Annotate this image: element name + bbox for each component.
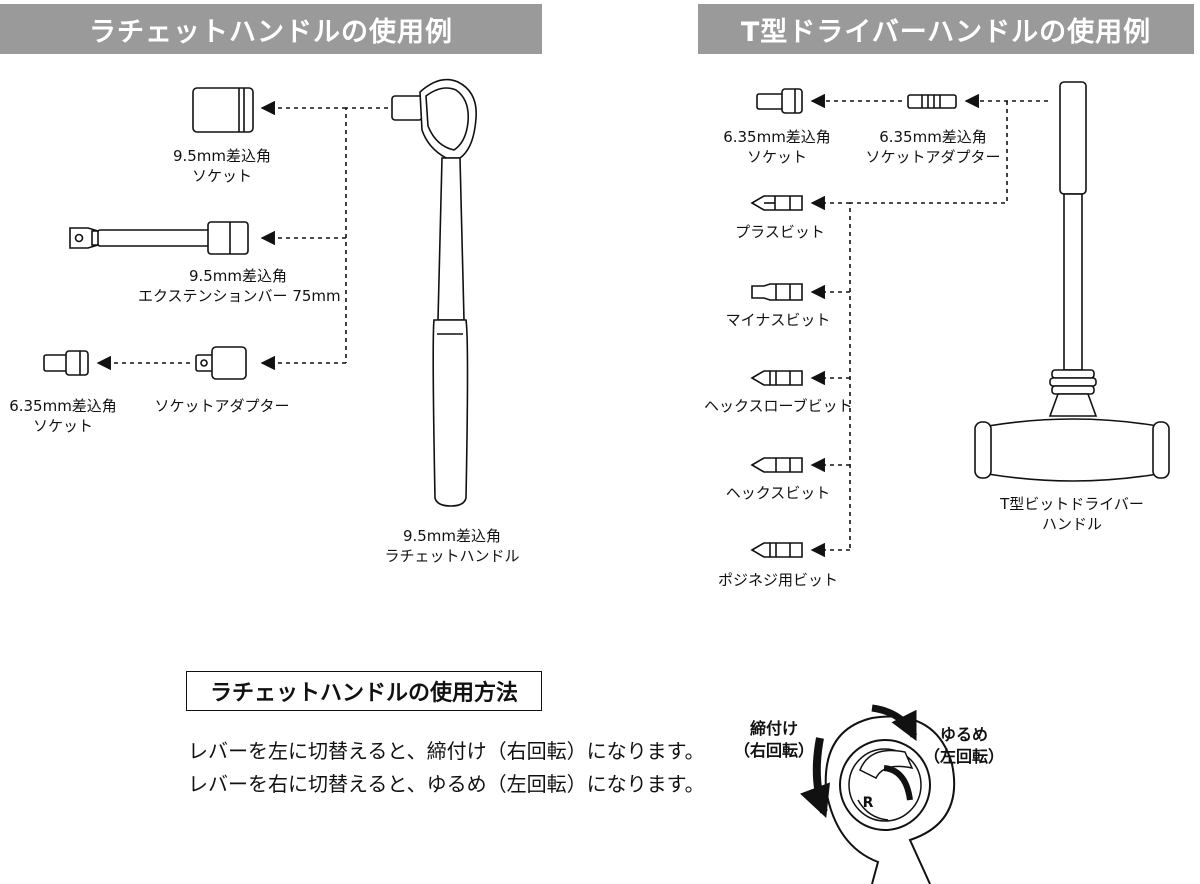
tighten-arrow-icon xyxy=(800,737,831,818)
usage-line-loosen: レバーを右に切替えると、ゆるめ（左回転）になります。 xyxy=(188,772,705,796)
socket-635-icon xyxy=(43,350,89,376)
label-extension-bar: 9.5mm差込角エクステンションバー 75mm xyxy=(138,267,341,305)
usage-line-tighten: レバーを左に切替えると、締付け（右回転）になります。 xyxy=(188,739,705,763)
socket-95-icon xyxy=(192,87,254,133)
label-ratchet-handle: 9.5mm差込角ラチェットハンドル xyxy=(384,527,520,565)
label-socket-95: 9.5mm差込角ソケット xyxy=(172,147,272,185)
label-t-handle: T型ビットドライバーハンドル xyxy=(1000,495,1144,533)
label-hex-bit: ヘックスビット xyxy=(725,484,831,502)
t-handle-icon xyxy=(974,81,1170,482)
ratchet-handle-icon xyxy=(391,78,477,507)
connector-line xyxy=(345,107,388,363)
connector-line xyxy=(849,101,1008,550)
minus-bit-icon xyxy=(751,283,803,301)
label-loosen-direction: ゆるめ（左回転） xyxy=(923,725,1004,766)
socket-adapter-icon xyxy=(195,346,247,380)
label-hex-lobe-bit: ヘックスローブビット xyxy=(704,397,853,415)
lever-mark-r: R xyxy=(862,795,874,811)
header-t-driver-examples: T型ドライバーハンドルの使用例 xyxy=(698,4,1194,54)
label-socket-635-right: 6.35mm差込角ソケット xyxy=(723,128,831,166)
label-socket-635-left: 6.35mm差込角ソケット xyxy=(9,397,117,435)
plus-bit-icon xyxy=(750,195,803,211)
extension-bar-icon xyxy=(69,221,249,255)
usage-title: ラチェットハンドルの使用方法 xyxy=(186,671,542,711)
socket-adapter-right-icon xyxy=(907,94,957,109)
hex-lobe-bit-icon xyxy=(750,370,803,386)
label-pozidriv-bit: ポジネジ用ビット xyxy=(717,571,838,589)
label-minus-bit: マイナスビット xyxy=(725,311,831,329)
socket-635-right-icon xyxy=(756,88,803,114)
label-socket-adapter-right: 6.35mm差込角ソケットアダプター xyxy=(865,128,1001,166)
pozidriv-bit-icon xyxy=(750,542,803,558)
label-tighten-direction: 締付け（右回転） xyxy=(733,719,814,760)
label-plus-bit: プラスビット xyxy=(735,223,825,241)
hex-bit-icon xyxy=(750,457,803,473)
header-ratchet-examples: ラチェットハンドルの使用例 xyxy=(0,4,542,54)
loosen-arrow-icon xyxy=(871,704,918,742)
label-socket-adapter-left: ソケットアダプター xyxy=(154,397,290,415)
